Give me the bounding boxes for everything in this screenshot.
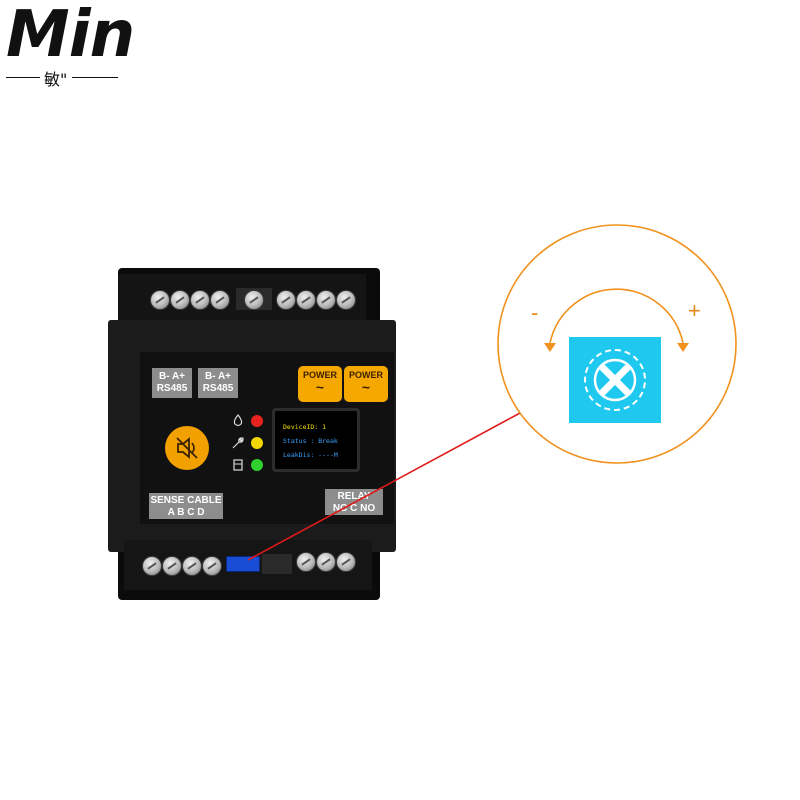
sense-cable-pins: A B C D [167,507,205,518]
led-fault [251,437,263,449]
logo-divider-left [6,77,40,78]
zoom-circle [497,224,737,464]
terminal-screw[interactable] [202,556,222,576]
rs485-title: RS485 [202,383,234,394]
sense-cable-title: SENSE CABLE [150,495,222,506]
arrow-right-icon [677,343,689,352]
power-plug-icon [233,459,243,471]
ac-symbol: ~ [361,379,371,395]
oled-display: DeviceID: 1 Status : Break LeakDis: ----… [272,408,360,472]
speaker-mute-icon [176,437,198,459]
bottom-terminal-gap [262,554,292,574]
display-leak-distance: LeakDis: ----M [283,451,338,459]
power-button-2[interactable]: POWER ~ [344,366,388,402]
rs485-pins: B- A+ [204,371,232,382]
terminal-screw[interactable] [244,290,264,310]
terminal-screw[interactable] [336,290,356,310]
logo-divider-right [72,77,118,78]
mute-button[interactable] [165,426,209,470]
relay-title: RELAY [337,491,371,502]
sense-cable-label: SENSE CABLE A B C D [149,493,223,519]
decrease-label: - [531,300,539,325]
sensitivity-potentiometer[interactable] [226,556,260,572]
power-label: POWER [302,370,337,380]
power-button-1[interactable]: POWER ~ [298,366,342,402]
terminal-screw[interactable] [336,552,356,572]
potentiometer-dial [584,349,646,411]
rs485-title: RS485 [156,383,188,394]
water-drop-icon [233,414,243,427]
callout-pointer-line [247,412,521,561]
power-label: POWER [348,370,383,380]
rs485-pins: B- A+ [158,371,186,382]
logo-subtitle: 敏" [44,70,68,89]
display-status: Status : Break [283,437,338,445]
rs485-label-right: B- A+ RS485 [198,368,238,398]
terminal-screw[interactable] [210,290,230,310]
ac-symbol: ~ [315,379,325,395]
relay-pins: NC C NO [332,503,376,514]
rotation-arc [549,288,684,344]
led-power [251,459,263,471]
led-alarm [251,415,263,427]
increase-label: + [688,298,701,323]
display-device-id: DeviceID: 1 [283,423,327,431]
logo-wordmark: Min [6,0,135,72]
rs485-label-left: B- A+ RS485 [152,368,192,398]
wrench-icon [232,437,244,449]
cross-slot-icon [593,358,637,402]
arrow-left-icon [544,343,556,352]
